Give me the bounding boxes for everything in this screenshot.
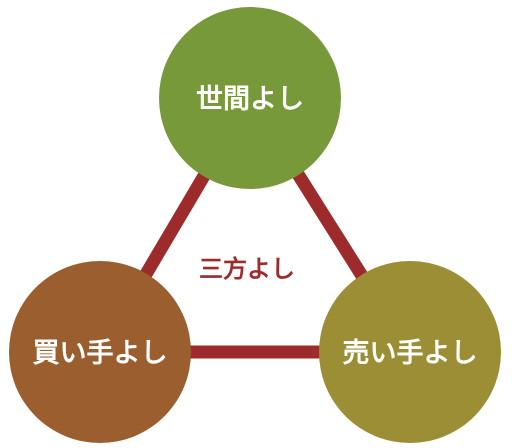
node-label-right: 売い手よし: [343, 338, 478, 369]
center-label: 三方よし: [199, 255, 295, 283]
node-circle-top: [159, 7, 341, 189]
node-label-left: 買い手よし: [33, 338, 168, 369]
node-circle-left: [9, 261, 191, 443]
node-label-top: 世間よし: [196, 84, 304, 115]
node-circle-right: [319, 261, 501, 443]
